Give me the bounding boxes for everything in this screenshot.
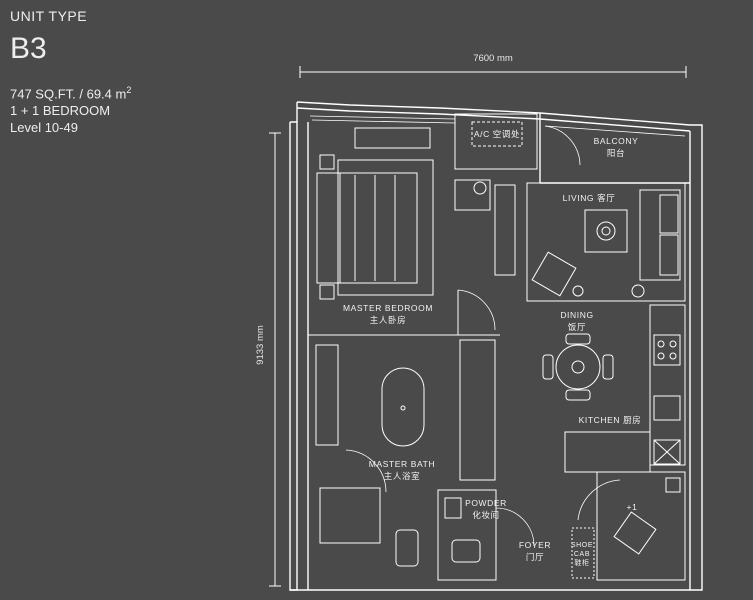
kitchen-label: KITCHEN 厨房 (579, 415, 642, 425)
dining-table (555, 344, 601, 390)
dining-area: DINING 饭厅 (542, 310, 614, 401)
powder-room: POWDER 化妆间 (437, 489, 535, 581)
unit-type-label: UNIT TYPE (10, 8, 88, 24)
plus-one-room: +1 (596, 471, 686, 581)
master-bedroom-label: MASTER BEDROOM (343, 303, 433, 313)
unit-code: B3 (10, 32, 47, 65)
armchair (531, 251, 577, 297)
master-bath: MASTER BATH 主人浴室 (308, 334, 500, 567)
bedroom-rug (337, 159, 434, 296)
living-area: LIVING 客厅 (526, 182, 686, 302)
shoe-cabinet: SHOE CAB 鞋柜 (571, 527, 595, 579)
unit-area: 747 SQ.FT. / 69.4 m2 (10, 82, 131, 102)
foyer: FOYER 门厅 (519, 479, 621, 562)
wardrobe (454, 179, 516, 335)
width-dimension: 7600 mm (299, 53, 687, 78)
bed (316, 172, 418, 284)
bedroom-shelf (354, 127, 431, 149)
kitchen-area: KITCHEN 厨房 (564, 304, 686, 473)
bedroom-count: 1 + 1 BEDROOM (10, 103, 111, 119)
ac-area: A/C 空调处 (454, 113, 538, 170)
foyer-label: FOYER (519, 540, 551, 550)
coffee-table (584, 209, 628, 253)
bath-shelving (459, 339, 496, 481)
bedside-lamp-top (319, 154, 335, 170)
windows (309, 115, 686, 137)
height-dimension-label: 9133 mm (255, 325, 266, 365)
width-dimension-label: 7600 mm (473, 53, 513, 64)
master-bedroom-label-cn: 主人卧房 (370, 315, 406, 325)
bedside-lamp-bottom (319, 284, 335, 300)
balcony-label-cn: 阳台 (607, 148, 625, 158)
powder-label: POWDER (465, 498, 507, 508)
exterior-walls (289, 101, 703, 591)
toilet-powder (451, 539, 481, 563)
sofa (639, 189, 681, 281)
dining-label-cn: 饭厅 (568, 322, 586, 332)
vanity (315, 344, 339, 446)
plus-one-label: +1 (627, 502, 638, 512)
master-bath-label-cn: 主人浴室 (384, 471, 420, 481)
unit-info: UNIT TYPE B3 747 SQ.FT. / 69.4 m2 1 + 1 … (10, 8, 131, 136)
shoe-cabinet-label-1: SHOE (571, 542, 593, 549)
stove (653, 334, 681, 366)
living-label: LIVING 客厅 (563, 193, 616, 203)
balcony-label: BALCONY (594, 136, 639, 146)
shoe-cabinet-label-2: CAB (574, 551, 590, 558)
bathtub (381, 367, 425, 447)
shower (319, 487, 381, 544)
powder-label-cn: 化妆间 (472, 510, 499, 520)
master-bath-label: MASTER BATH (369, 459, 435, 469)
unit-area-value: 747 SQ.FT. / 69.4 m (10, 86, 127, 102)
balcony: BALCONY 阳台 (544, 125, 639, 166)
kitchen-sink (653, 395, 681, 421)
master-bedroom: MASTER BEDROOM 主人卧房 (316, 127, 434, 325)
ac-area-label: A/C 空调处 (474, 129, 520, 139)
height-dimension: 9133 mm (255, 132, 281, 587)
toilet-master (395, 529, 419, 567)
level-range: Level 10-49 (10, 120, 78, 136)
shoe-cabinet-label-cn: 鞋柜 (574, 558, 589, 567)
dining-label: DINING (560, 310, 593, 320)
unit-area-superscript: 2 (126, 85, 132, 95)
fridge (653, 439, 681, 465)
foyer-label-cn: 门厅 (526, 552, 544, 562)
